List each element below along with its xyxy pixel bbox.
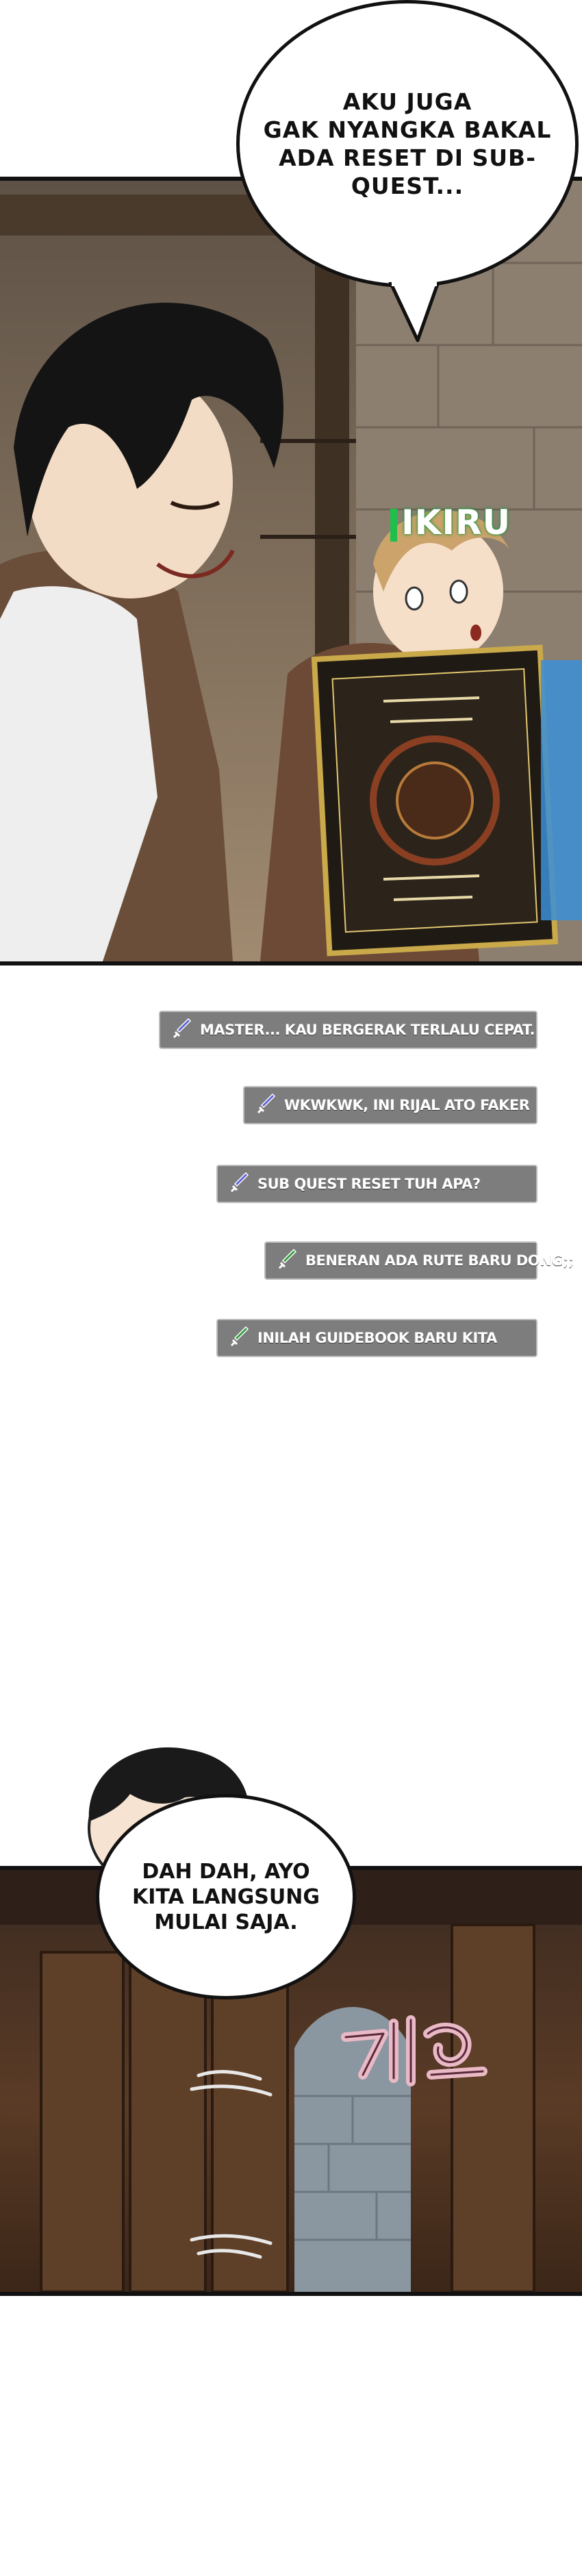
sword-icon — [230, 1172, 249, 1193]
scanlation-watermark: IKIRU — [390, 503, 511, 542]
comic-panel-guidebook: IKIRU — [0, 177, 582, 965]
sword-icon — [173, 1018, 192, 1039]
sword-icon — [278, 1249, 297, 1270]
speech-bubble-bottom: DAH DAH, AYO KITA LANGSUNG MULAI SAJA. — [96, 1794, 356, 1999]
scene-illustration-room — [0, 181, 582, 961]
speech-bubble-tail-top — [388, 282, 440, 342]
sound-effect-lettering — [341, 2015, 488, 2086]
chat-message-text: SUB QUEST RESET TUH APA? — [257, 1176, 481, 1192]
chat-message-2: WKWKWK, INI RIJAL ATO FAKER — [243, 1086, 537, 1124]
chat-message-text: MASTER... KAU BERGERAK TERLALU CEPAT. — [200, 1022, 535, 1038]
chat-message-4: BENERAN ADA RUTE BARU DONG;; — [264, 1241, 574, 1280]
chat-message-3: SUB QUEST RESET TUH APA? — [216, 1165, 537, 1203]
guidebook-illustration — [311, 644, 582, 957]
chat-message-text: BENERAN ADA RUTE BARU DONG;; — [305, 1252, 574, 1269]
chat-message-text: INILAH GUIDEBOOK BARU KITA — [257, 1330, 497, 1346]
speech-bubble-top: AKU JUGA GAK NYANGKA BAKAL ADA RESET DI … — [236, 0, 579, 288]
sword-icon — [257, 1094, 276, 1114]
chat-message-5: INILAH GUIDEBOOK BARU KITA — [216, 1319, 537, 1357]
speech-text-top: AKU JUGA GAK NYANGKA BAKAL ADA RESET DI … — [263, 88, 552, 199]
chat-message-text: WKWKWK, INI RIJAL ATO FAKER — [284, 1097, 530, 1113]
sword-icon — [230, 1326, 249, 1347]
chat-message-1: MASTER... KAU BERGERAK TERLALU CEPAT. — [159, 1011, 537, 1049]
speech-text-bottom: DAH DAH, AYO KITA LANGSUNG MULAI SAJA. — [132, 1859, 320, 1934]
